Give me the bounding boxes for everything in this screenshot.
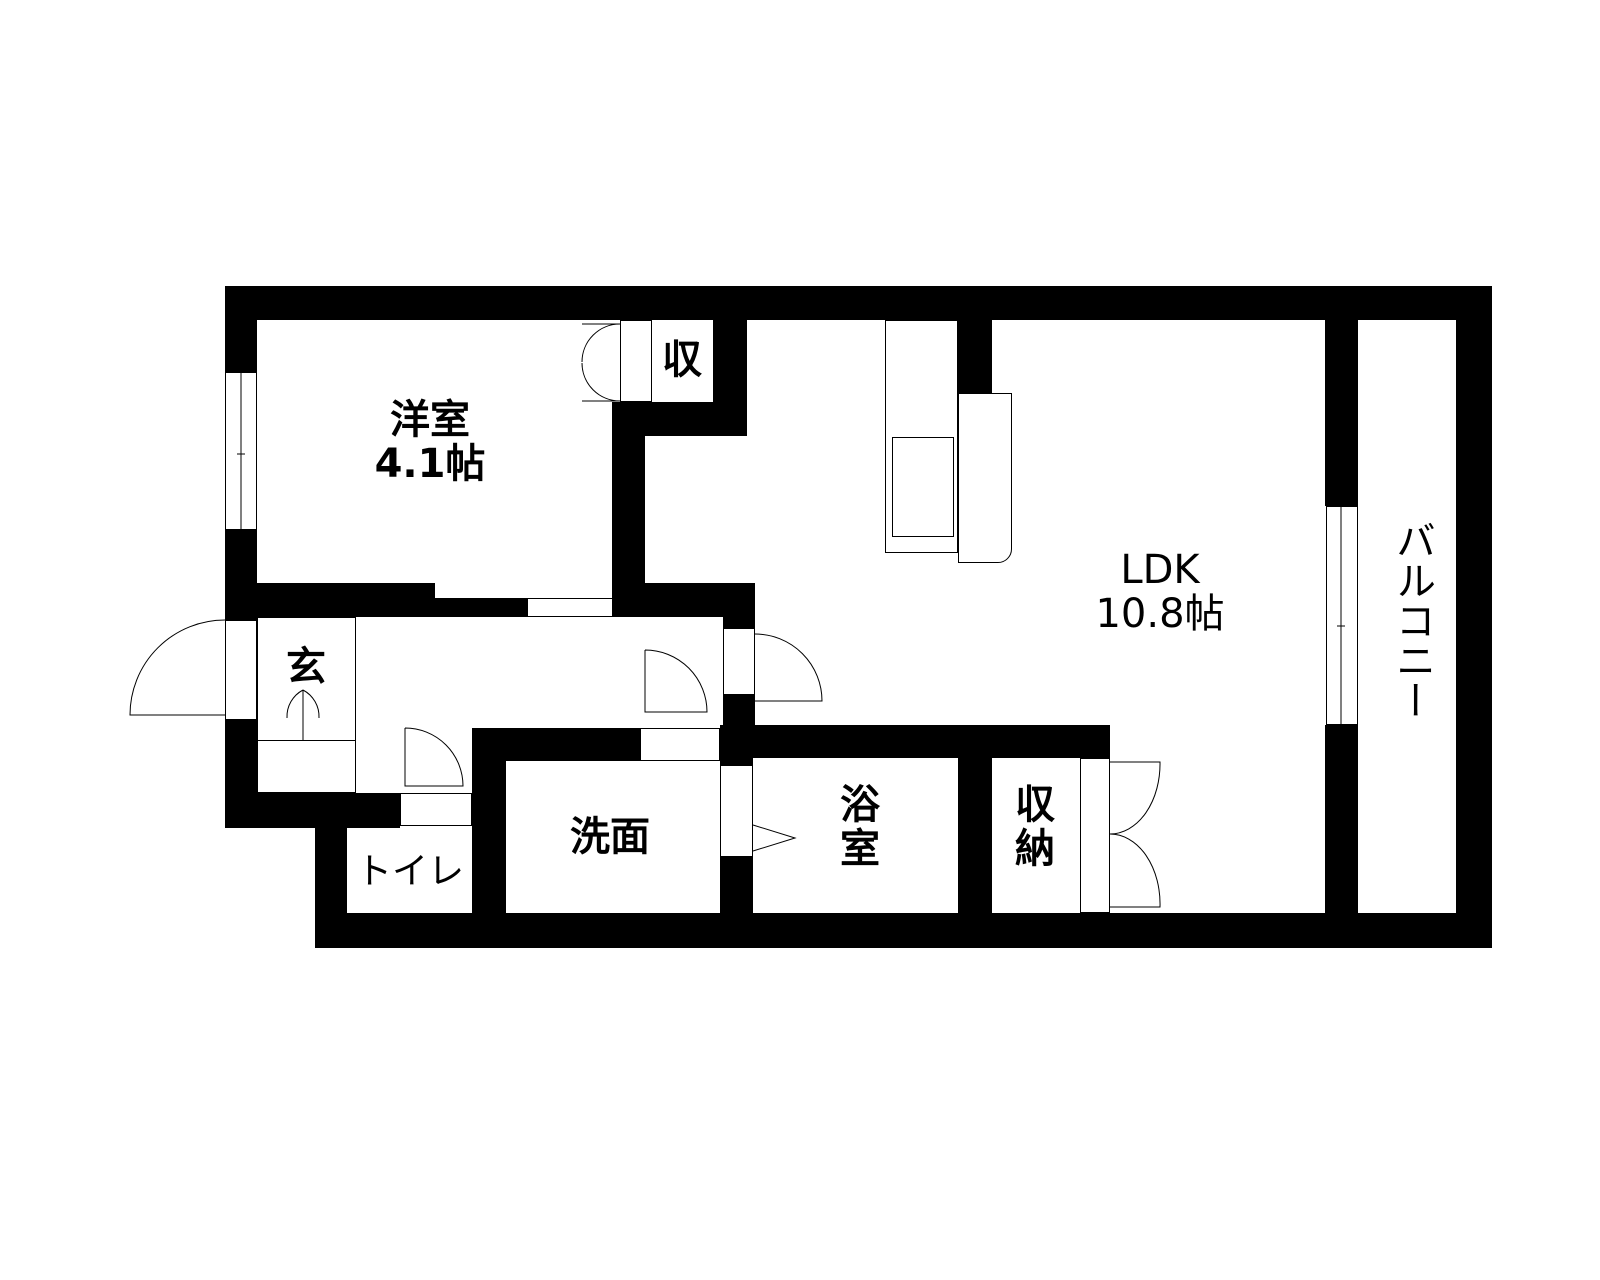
wall-wet-top-b [720,725,1110,758]
wall-top [225,286,1492,320]
room-label-bathroom: 浴 室 [830,783,890,871]
room-name: 収 [662,337,702,383]
room-label-toilet: トイレ [348,852,472,892]
wall-washroom-right [720,725,753,765]
room-name: バルコニー [1389,520,1435,720]
storage-door-frame [1080,758,1110,913]
door-frame-ldk [723,628,755,695]
wall-balcony-upper [1325,286,1358,506]
wall-closet-right [713,286,747,436]
room-label-western: 洋室 4.1帖 [360,398,500,486]
wall-toilet-right [472,728,506,948]
kitchen-island [958,393,1012,563]
window-marks [237,372,1345,725]
wall-hall-right [723,583,755,628]
shoe-cabinet-door-icon [286,689,320,740]
wall-washroom-right-b [720,857,753,948]
sliding-door-western [527,598,613,617]
room-name: 洗面 [570,814,650,860]
wall-bottom [315,913,1492,948]
closet-door-icon [581,323,621,402]
bath-door-icon [752,824,797,852]
room-label-washroom: 洗面 [540,815,680,859]
entrance-step [257,740,356,793]
wall-right [1456,286,1492,948]
entrance-door-frame [225,620,257,720]
room-label-ldk: LDK 10.8帖 [1070,548,1250,636]
wall-bath-right [958,725,992,948]
hall-door-icon [644,649,708,713]
wall-western-bottom-b [435,598,527,617]
window-balcony [1326,506,1358,725]
room-area: 10.8帖 [1095,591,1225,637]
wall-western-bottom [225,583,435,617]
room-label-closet-small: 収 [652,338,712,382]
room-name: LDK [1120,547,1200,593]
room-name-line1: 収 [1015,782,1055,828]
room-name-line2: 納 [1015,826,1055,872]
room-name: 玄 [286,644,326,690]
ldk-door-icon [754,633,823,702]
toilet-door-icon [404,727,464,787]
wall-kitchen-stub [958,286,992,393]
door-frame-toilet [400,793,472,826]
door-frame-bath [720,765,753,857]
room-name: 洋室 [390,397,470,443]
room-label-storage: 収 納 [1005,783,1065,871]
room-name: トイレ [355,851,464,892]
room-area: 4.1帖 [374,441,486,487]
room-label-balcony: バルコニー [1382,490,1435,750]
wall-entry-bottom [225,793,400,828]
wall-western-right [612,402,645,617]
kitchen-sink [892,437,954,537]
door-frame-washroom [640,728,720,761]
closet-small-frame [620,320,652,402]
room-name-line1: 浴 [840,782,880,828]
wall-toilet-left [315,793,347,948]
room-label-entrance: 玄 [276,645,336,689]
wall-left-upper [225,286,257,372]
storage-door-icon [1109,761,1161,908]
room-name-line2: 室 [840,826,880,872]
entrance-door-icon [129,619,226,716]
wall-balcony-lower [1325,725,1358,948]
